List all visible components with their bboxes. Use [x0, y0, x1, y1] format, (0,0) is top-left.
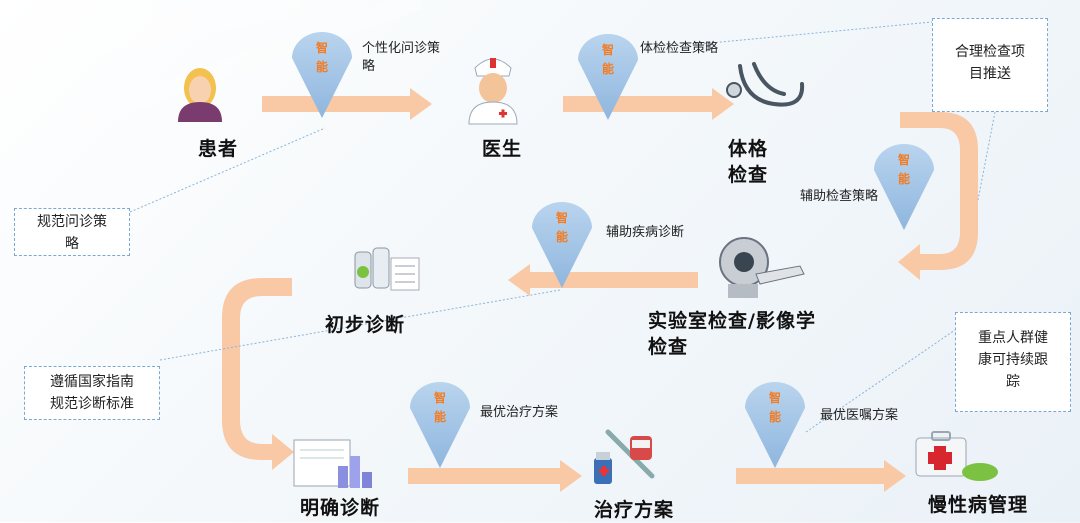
node-chronic-mgmt: 慢性病管理: [928, 494, 1029, 516]
flow-arrows: [222, 88, 978, 492]
arrow-treatment-chronic: [736, 460, 906, 492]
note-line: 目推送: [969, 66, 1011, 82]
strategy-personalized-line1: 个性化问诊策: [362, 41, 441, 56]
note-line: 略: [65, 236, 79, 252]
pin-char: 能: [434, 409, 446, 424]
arrow-confirmed-treatment: [408, 460, 582, 492]
pin-char: 能: [316, 59, 328, 74]
node-confirmed-diagnosis: 明确诊断: [300, 497, 381, 519]
smart-pin: [292, 32, 352, 118]
note-line: 重点人群健: [978, 330, 1048, 346]
smart-pin: [745, 382, 805, 468]
connector-lines: [129, 21, 996, 433]
pin-char: 智: [601, 42, 614, 57]
note-line: 合理检查项: [955, 44, 1025, 60]
arrow-curve-right: [898, 112, 978, 280]
note-guideline: 遵循国家指南 规范诊断标准: [24, 366, 160, 420]
pin-char: 智: [433, 390, 446, 405]
stethoscope-icon: [726, 62, 805, 107]
note-line: 康可持续跟: [978, 352, 1048, 368]
strategy-best-advice: 最优医嘱方案: [820, 408, 899, 423]
node-physical-exam-line2: 检查: [728, 164, 769, 186]
pin-char: 智: [897, 152, 910, 167]
note-line: 规范问诊策: [37, 214, 107, 230]
pin-char: 能: [769, 409, 781, 424]
note-reasonable-exam: 合理检查项 目推送: [932, 18, 1048, 112]
chart-report-icon: [293, 439, 372, 488]
note-line: 踪: [1006, 374, 1020, 390]
smart-pin: [532, 202, 592, 288]
smart-pin: [874, 144, 934, 230]
node-lab-imaging-line1: 实验室检查/影像学: [648, 310, 816, 332]
pin-char: 智: [555, 210, 568, 225]
strategy-exam: 体检检查策略: [640, 41, 719, 56]
first-aid-kit-icon: [915, 431, 998, 481]
pin-char: 智: [768, 390, 781, 405]
background-streaks: [0, 0, 423, 129]
strategy-personalized-line2: 略: [362, 59, 376, 74]
patient-icon: [178, 68, 222, 122]
note-key-population: 重点人群健 康可持续跟 踪: [955, 312, 1071, 412]
pin-char: 能: [898, 171, 910, 186]
lab-tubes-icon: [354, 247, 420, 291]
note-line: 规范诊断标准: [50, 396, 134, 412]
note-standard-consult: 规范问诊策 略: [14, 208, 130, 256]
strategy-aux-diagnosis: 辅助疾病诊断: [606, 225, 685, 240]
node-doctor: 医生: [482, 138, 523, 160]
pin-char: 智: [315, 40, 328, 55]
note-line: 遵循国家指南: [50, 374, 134, 390]
arrow-patient-doctor: [262, 88, 432, 120]
ct-scanner-icon: [719, 237, 805, 298]
node-patient: 患者: [198, 138, 239, 160]
smart-pin-labels: 智 能 智 能 智 能 智 能 智 能 智 能: [315, 40, 910, 424]
node-lab-imaging-line2: 检查: [648, 336, 689, 358]
arrow-lab-prelim: [508, 264, 698, 296]
node-physical-exam-line1: 体格: [728, 138, 769, 160]
node-prelim-diagnosis: 初步诊断: [325, 314, 406, 336]
pin-char: 能: [602, 61, 614, 76]
arrow-doctor-exam: [563, 88, 734, 120]
doctor-icon: [468, 58, 518, 125]
smart-pin: [410, 382, 470, 468]
strategy-best-treatment: 最优治疗方案: [480, 405, 559, 420]
node-treatment-plan: 治疗方案: [594, 499, 675, 521]
pin-char: 能: [556, 229, 568, 244]
smart-pin: [578, 34, 638, 120]
arrow-curve-left: [222, 278, 294, 470]
medicine-icon: [594, 429, 655, 484]
strategy-aux-exam: 辅助检查策略: [800, 189, 879, 204]
